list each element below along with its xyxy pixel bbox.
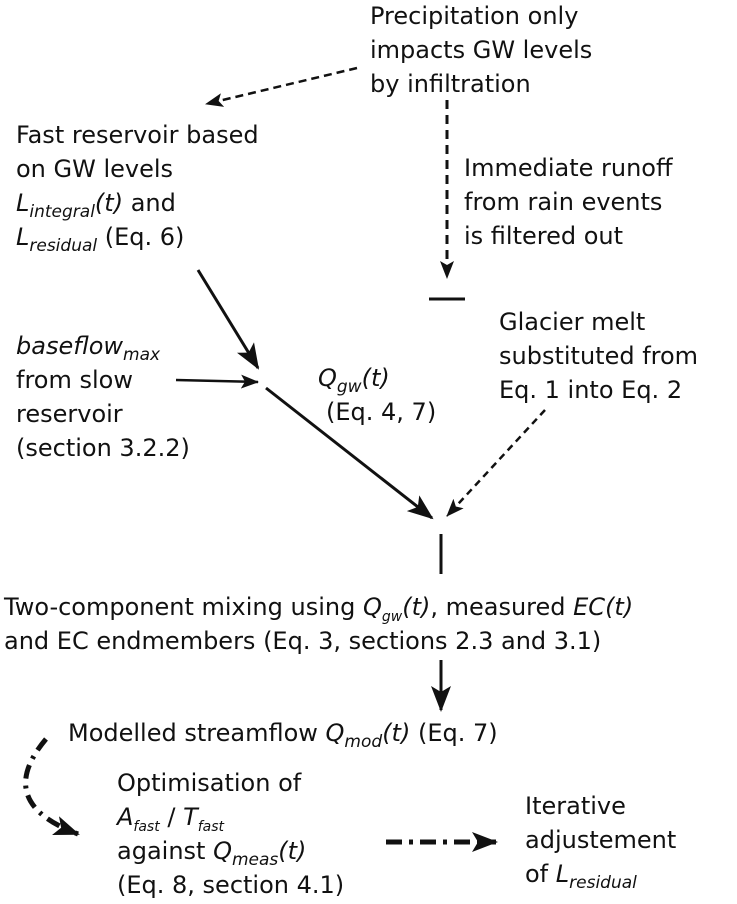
arrow-baseflow-to-qgw bbox=[175, 374, 259, 389]
eq6-text: (Eq. 6) bbox=[97, 223, 185, 251]
l-integral-sub: integral bbox=[29, 202, 95, 222]
optimisation-line-3: against Qmeas(t) bbox=[117, 834, 344, 870]
slash: / bbox=[159, 803, 184, 831]
mixing-q-base: Q bbox=[362, 593, 382, 621]
t-fast-sub: fast bbox=[197, 819, 225, 835]
mixing-pre: Two-component mixing using bbox=[4, 593, 363, 621]
iterative-line-2: adjustement bbox=[525, 826, 677, 854]
node-mixing: Two-component mixing using Qgw(t), measu… bbox=[4, 590, 633, 658]
and-text: and bbox=[123, 189, 176, 217]
runoff-line-3: is filtered out bbox=[464, 222, 624, 250]
node-runoff-filtered: Immediate runoff from rain events is fil… bbox=[464, 151, 673, 253]
baseflow-line-2: from slow bbox=[16, 366, 133, 394]
precip-line-1: Precipitation only bbox=[370, 2, 579, 30]
mixing-line-2: and EC endmembers (Eq. 3, sections 2.3 a… bbox=[4, 627, 602, 655]
glacier-line-2: substituted from bbox=[499, 342, 699, 370]
qgw-base: Q bbox=[318, 364, 337, 392]
modelled-pre: Modelled streamflow bbox=[68, 719, 326, 747]
node-modelled-streamflow: Modelled streamflow Qmod(t) (Eq. 7) bbox=[68, 716, 498, 752]
a-fast-base: A bbox=[117, 803, 134, 831]
baseflow-base: baseflow bbox=[16, 332, 124, 360]
l-residual2-sub: residual bbox=[569, 873, 637, 893]
node-fast-reservoir: Fast reservoir based on GW levels Linteg… bbox=[16, 118, 259, 256]
qgw-line-2: (Eq. 4, 7) bbox=[326, 398, 437, 426]
q-meas-base: Q bbox=[213, 837, 232, 865]
baseflow-line-1: baseflowmax bbox=[16, 329, 190, 365]
l-residual-sub: residual bbox=[29, 236, 98, 256]
precip-line-2: impacts GW levels bbox=[370, 36, 593, 64]
node-optimisation: Optimisation of Afast / Tfast against Qm… bbox=[117, 766, 344, 902]
runoff-line-1: Immediate runoff bbox=[464, 154, 673, 182]
of-text: of bbox=[525, 860, 556, 888]
baseflow-line-3: reservoir bbox=[16, 400, 123, 428]
l-integral-base: L bbox=[16, 189, 30, 217]
glacier-line-1: Glacier melt bbox=[499, 308, 646, 336]
mixing-q-arg: (t) bbox=[402, 593, 431, 621]
arrow-precip-to-fast-reservoir bbox=[205, 66, 358, 107]
a-fast-sub: fast bbox=[133, 819, 160, 835]
mixing-ec: EC(t) bbox=[573, 593, 634, 621]
node-baseflow: baseflowmax from slow reservoir (section… bbox=[16, 329, 190, 465]
optimisation-line-4: (Eq. 8, section 4.1) bbox=[117, 871, 345, 899]
node-qgw: Qgw(t) (Eq. 4, 7) bbox=[318, 361, 436, 429]
glacier-line-3: Eq. 1 into Eq. 2 bbox=[499, 376, 683, 404]
iterative-line-1: Iterative bbox=[525, 792, 626, 820]
t-fast-base: T bbox=[183, 803, 198, 831]
mixing-q-sub: gw bbox=[381, 609, 403, 625]
mixing-mid: , measured bbox=[430, 593, 574, 621]
modelled-q-base: Q bbox=[325, 719, 345, 747]
l-residual-base: L bbox=[16, 223, 30, 251]
fast-reservoir-line-1: Fast reservoir based bbox=[16, 121, 259, 149]
arrow-modelled-to-optimisation bbox=[23, 737, 80, 837]
baseflow-line-4: (section 3.2.2) bbox=[16, 434, 190, 462]
iterative-line-3: of Lresidual bbox=[525, 857, 676, 893]
runoff-line-2: from rain events bbox=[464, 188, 663, 216]
l-integral-arg: (t) bbox=[94, 189, 124, 217]
q-meas-sub: meas bbox=[231, 850, 279, 870]
qgw-sub: gw bbox=[336, 377, 362, 397]
precip-line-3: by infiltration bbox=[370, 70, 531, 98]
fast-reservoir-line-3: Lintegral(t) and bbox=[16, 186, 259, 222]
fast-reservoir-line-4: Lresidual (Eq. 6) bbox=[16, 220, 259, 256]
optimisation-line-1: Optimisation of bbox=[117, 769, 302, 797]
modelled-q-sub: mod bbox=[344, 732, 383, 752]
qgw-line-1: Qgw(t) bbox=[318, 361, 436, 397]
baseflow-sub: max bbox=[123, 345, 161, 365]
node-glacier-melt: Glacier melt substituted from Eq. 1 into… bbox=[499, 305, 698, 407]
modelled-q-arg: (t) bbox=[382, 719, 411, 747]
l-residual2-base: L bbox=[555, 860, 570, 888]
node-iterative-adjustment: Iterative adjustement of Lresidual bbox=[525, 789, 677, 893]
arrow-qgw-to-junction bbox=[265, 386, 434, 520]
optimisation-line-2: Afast / Tfast bbox=[117, 800, 344, 834]
mixing-line-1: Two-component mixing using Qgw(t), measu… bbox=[4, 590, 633, 624]
node-precipitation: Precipitation only impacts GW levels by … bbox=[370, 0, 592, 101]
q-meas-arg: (t) bbox=[278, 837, 307, 865]
arrow-glacier-to-junction bbox=[446, 409, 546, 517]
arrow-fast-reservoir-to-qgw bbox=[196, 269, 260, 370]
modelled-eq: (Eq. 7) bbox=[410, 719, 498, 747]
qgw-arg: (t) bbox=[361, 364, 390, 392]
against-text: against bbox=[117, 837, 214, 865]
modelled-line: Modelled streamflow Qmod(t) (Eq. 7) bbox=[68, 716, 498, 752]
fast-reservoir-line-2: on GW levels bbox=[16, 155, 174, 183]
